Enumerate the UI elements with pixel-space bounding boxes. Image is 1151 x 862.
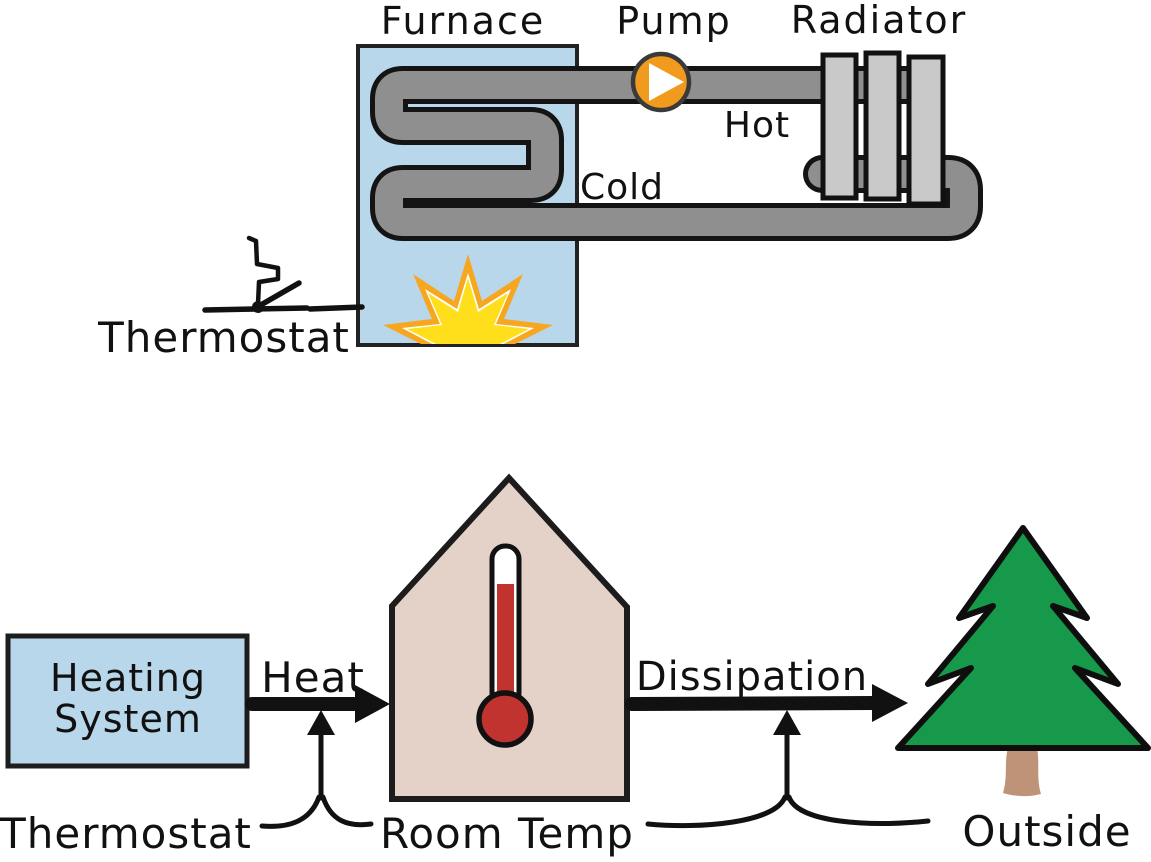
outside-label: Outside <box>962 807 1131 856</box>
flame-icon <box>383 254 553 344</box>
feedback-arrowhead <box>307 710 335 735</box>
feedback-branch-right <box>320 794 374 828</box>
feedback-branch-left <box>645 794 788 829</box>
pipe-fill <box>375 71 978 236</box>
thermostat-wire-right <box>307 304 365 312</box>
thermometer-icon <box>476 543 534 748</box>
heating-system-label-line2: System <box>54 697 202 741</box>
thermostat-pivot <box>252 301 264 313</box>
pump-label: Pump <box>616 0 731 43</box>
radiator-fin <box>863 50 902 202</box>
thermostat-bottom-label: Thermostat <box>0 809 252 858</box>
room-temp-feedback-arrow <box>645 710 931 829</box>
thermometer-bulb <box>476 690 534 748</box>
dissipation-arrow <box>625 684 908 722</box>
radiator-icon <box>820 50 946 207</box>
radiator-label: Radiator <box>791 0 968 42</box>
thermostat-lever <box>256 280 302 309</box>
dissipation-arrowhead <box>872 684 908 722</box>
tree-trunk <box>1003 748 1041 797</box>
pipe-circuit <box>370 66 983 241</box>
thermostat-switch-icon <box>202 235 365 313</box>
pump-icon <box>630 51 692 113</box>
radiator-fin <box>820 52 859 201</box>
thermostat-feedback-arrow <box>259 710 374 829</box>
tree-foliage <box>895 525 1151 751</box>
dissipation-label: Dissipation <box>636 654 868 700</box>
thermostat-squiggle <box>246 235 281 307</box>
heat-arrowhead <box>355 685 390 723</box>
hot-label: Hot <box>724 105 790 146</box>
feedback-arrowhead <box>773 710 801 735</box>
tree-icon <box>895 525 1151 797</box>
heat-label: Heat <box>261 653 365 702</box>
heating-system-label-line1: Heating <box>50 656 206 700</box>
thermostat-top-label: Thermostat <box>97 313 350 362</box>
radiator-fin <box>906 54 946 207</box>
feedback-branch-left <box>259 794 322 829</box>
pump-arrow <box>649 63 684 101</box>
feedback-branch-right <box>786 794 931 826</box>
cold-label: Cold <box>580 167 664 208</box>
flame-inner <box>407 278 529 344</box>
thermometer-column <box>497 584 514 706</box>
room-temp-label: Room Temp <box>380 809 634 858</box>
heating-system-box <box>5 633 250 769</box>
furnace-label: Furnace <box>381 0 545 43</box>
heat-arrow <box>245 685 390 723</box>
